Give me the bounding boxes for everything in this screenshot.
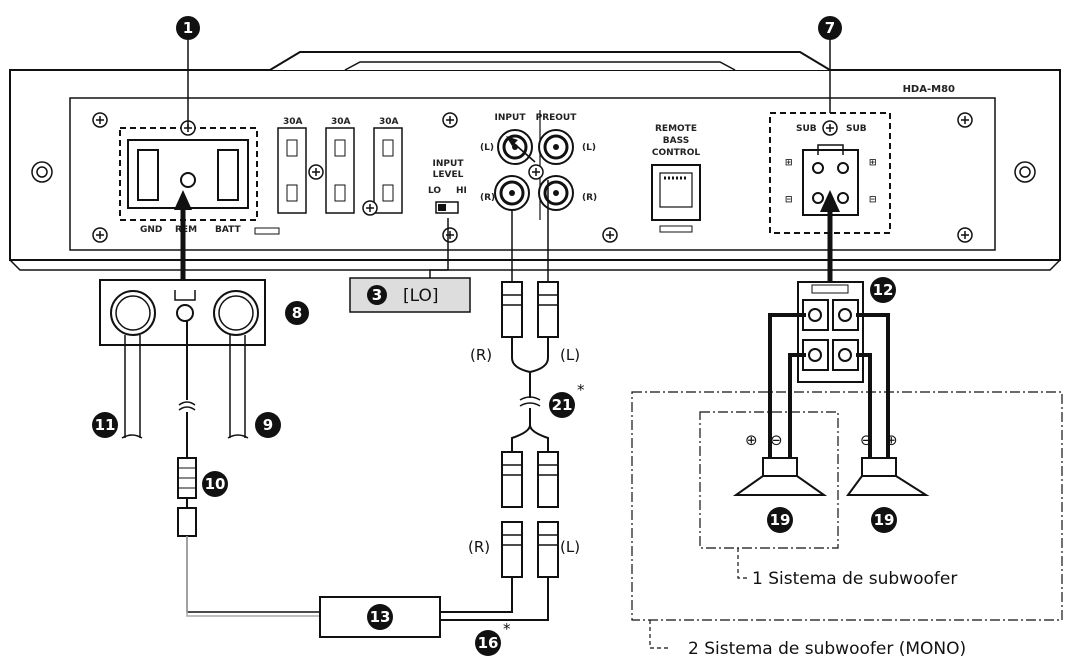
- svg-text:⊟: ⊟: [869, 195, 877, 205]
- screw-icon: [602, 227, 618, 243]
- svg-text:21: 21: [552, 396, 573, 414]
- svg-text:11: 11: [95, 416, 116, 434]
- setting-value: [LO]: [403, 286, 439, 306]
- remote-wire-connector: [177, 457, 197, 537]
- input-label: INPUT: [495, 113, 527, 123]
- power-connector: [99, 279, 266, 346]
- svg-text:8: 8: [292, 304, 302, 322]
- callout-19-b: 19: [871, 507, 897, 533]
- fuse-label-1: 30A: [283, 117, 303, 127]
- callout-8: 8: [285, 301, 309, 325]
- model-label: HDA-M80: [903, 84, 955, 95]
- svg-text:16: 16: [478, 634, 499, 652]
- one-system-outline: [699, 411, 839, 549]
- speaker1-plus: ⊕: [745, 431, 758, 449]
- subwoofer-speaker-1: [732, 457, 828, 496]
- rca-cable: [440, 180, 559, 621]
- cable-label-r-bottom: (R): [468, 538, 490, 556]
- gnd-label: GND: [140, 225, 162, 235]
- svg-text:9: 9: [263, 416, 273, 434]
- connect-arrow: [820, 190, 840, 290]
- svg-text:10: 10: [205, 475, 226, 493]
- callout-16-asterisk: *: [503, 620, 511, 638]
- svg-text:19: 19: [770, 511, 791, 529]
- batt-label: BATT: [215, 225, 241, 235]
- svg-text:⊞: ⊞: [785, 158, 793, 168]
- callout-12: 12: [870, 277, 896, 303]
- screw-icon: [442, 112, 458, 128]
- remote-label-1: REMOTE: [655, 124, 697, 134]
- callout-13: 13: [367, 604, 393, 630]
- fuse-label-2: 30A: [331, 117, 351, 127]
- caption-two-system: 2 Sistema de subwoofer (MONO): [688, 639, 966, 659]
- svg-text:7: 7: [825, 19, 835, 37]
- screw-icon: [957, 112, 973, 128]
- screw-icon: [92, 112, 108, 128]
- callout-9: 9: [255, 412, 281, 438]
- sub-label-left: SUB: [796, 124, 817, 134]
- callout-21-asterisk: *: [577, 381, 585, 399]
- callout-10: 10: [202, 471, 228, 497]
- cable-label-l-top: (L): [560, 346, 580, 364]
- callout-7: 7: [818, 16, 842, 40]
- connect-arrow: [174, 190, 192, 290]
- screw-icon: [957, 227, 973, 243]
- remote-label-2: BASS: [663, 136, 689, 146]
- svg-text:13: 13: [370, 608, 391, 626]
- preout-label: PREOUT: [536, 113, 578, 123]
- mount-screw-left: [31, 161, 53, 183]
- speaker2-minus: ⊖: [860, 431, 873, 449]
- fuse-block: [254, 127, 403, 235]
- cable-label-r-top: (R): [470, 346, 492, 364]
- svg-text:⊟: ⊟: [785, 195, 793, 205]
- rca-left-preout-label: (L): [582, 143, 596, 153]
- callout-11: 11: [92, 412, 118, 438]
- rca-right-input-label: (R): [480, 193, 495, 203]
- caption-one-system: 1 Sistema de subwoofer: [752, 569, 957, 589]
- sub-label-right: SUB: [846, 124, 867, 134]
- speaker-plug: [797, 281, 864, 383]
- input-level-lo: LO: [428, 186, 441, 196]
- speaker2-plus: ⊕: [885, 431, 898, 449]
- subwoofer-speaker-2: [846, 457, 930, 496]
- fuse-label-3: 30A: [379, 117, 399, 127]
- input-level-title-1: INPUT: [433, 159, 465, 169]
- svg-text:12: 12: [873, 281, 894, 299]
- screw-icon: [442, 227, 458, 243]
- remote-label-3: CONTROL: [652, 148, 701, 158]
- rca-jack-input-l[interactable]: [497, 129, 533, 165]
- callout-19-a: 19: [767, 507, 793, 533]
- callout-16: 16: [475, 630, 501, 656]
- rca-jack-preout-r[interactable]: [538, 175, 574, 211]
- svg-text:19: 19: [874, 511, 895, 529]
- svg-text:1: 1: [183, 19, 193, 37]
- callout-1: 1: [176, 16, 200, 40]
- setting-number: 3: [372, 286, 382, 304]
- mount-screw-right: [1014, 161, 1036, 183]
- speaker1-minus: ⊖: [770, 431, 783, 449]
- rem-label: REM: [175, 225, 197, 235]
- input-level-switch[interactable]: [435, 201, 459, 214]
- power-terminal: [119, 120, 258, 221]
- input-level-title-2: LEVEL: [433, 170, 464, 180]
- rca-jack-input-r[interactable]: [494, 175, 530, 211]
- screw-icon: [92, 227, 108, 243]
- svg-text:⊞: ⊞: [869, 158, 877, 168]
- input-level-hi: HI: [456, 186, 467, 196]
- callout-21: 21: [549, 392, 575, 418]
- pointer-arrow: [506, 136, 536, 163]
- remote-bass-control-port[interactable]: [651, 164, 701, 233]
- rca-right-preout-label: (R): [582, 193, 597, 203]
- two-system-outline: [631, 391, 1063, 621]
- rca-jack-preout-l[interactable]: [538, 129, 574, 165]
- rca-left-input-label: (L): [480, 143, 494, 153]
- cable-label-l-bottom: (L): [560, 538, 580, 556]
- input-level-setting-box: 3 [LO]: [349, 277, 471, 313]
